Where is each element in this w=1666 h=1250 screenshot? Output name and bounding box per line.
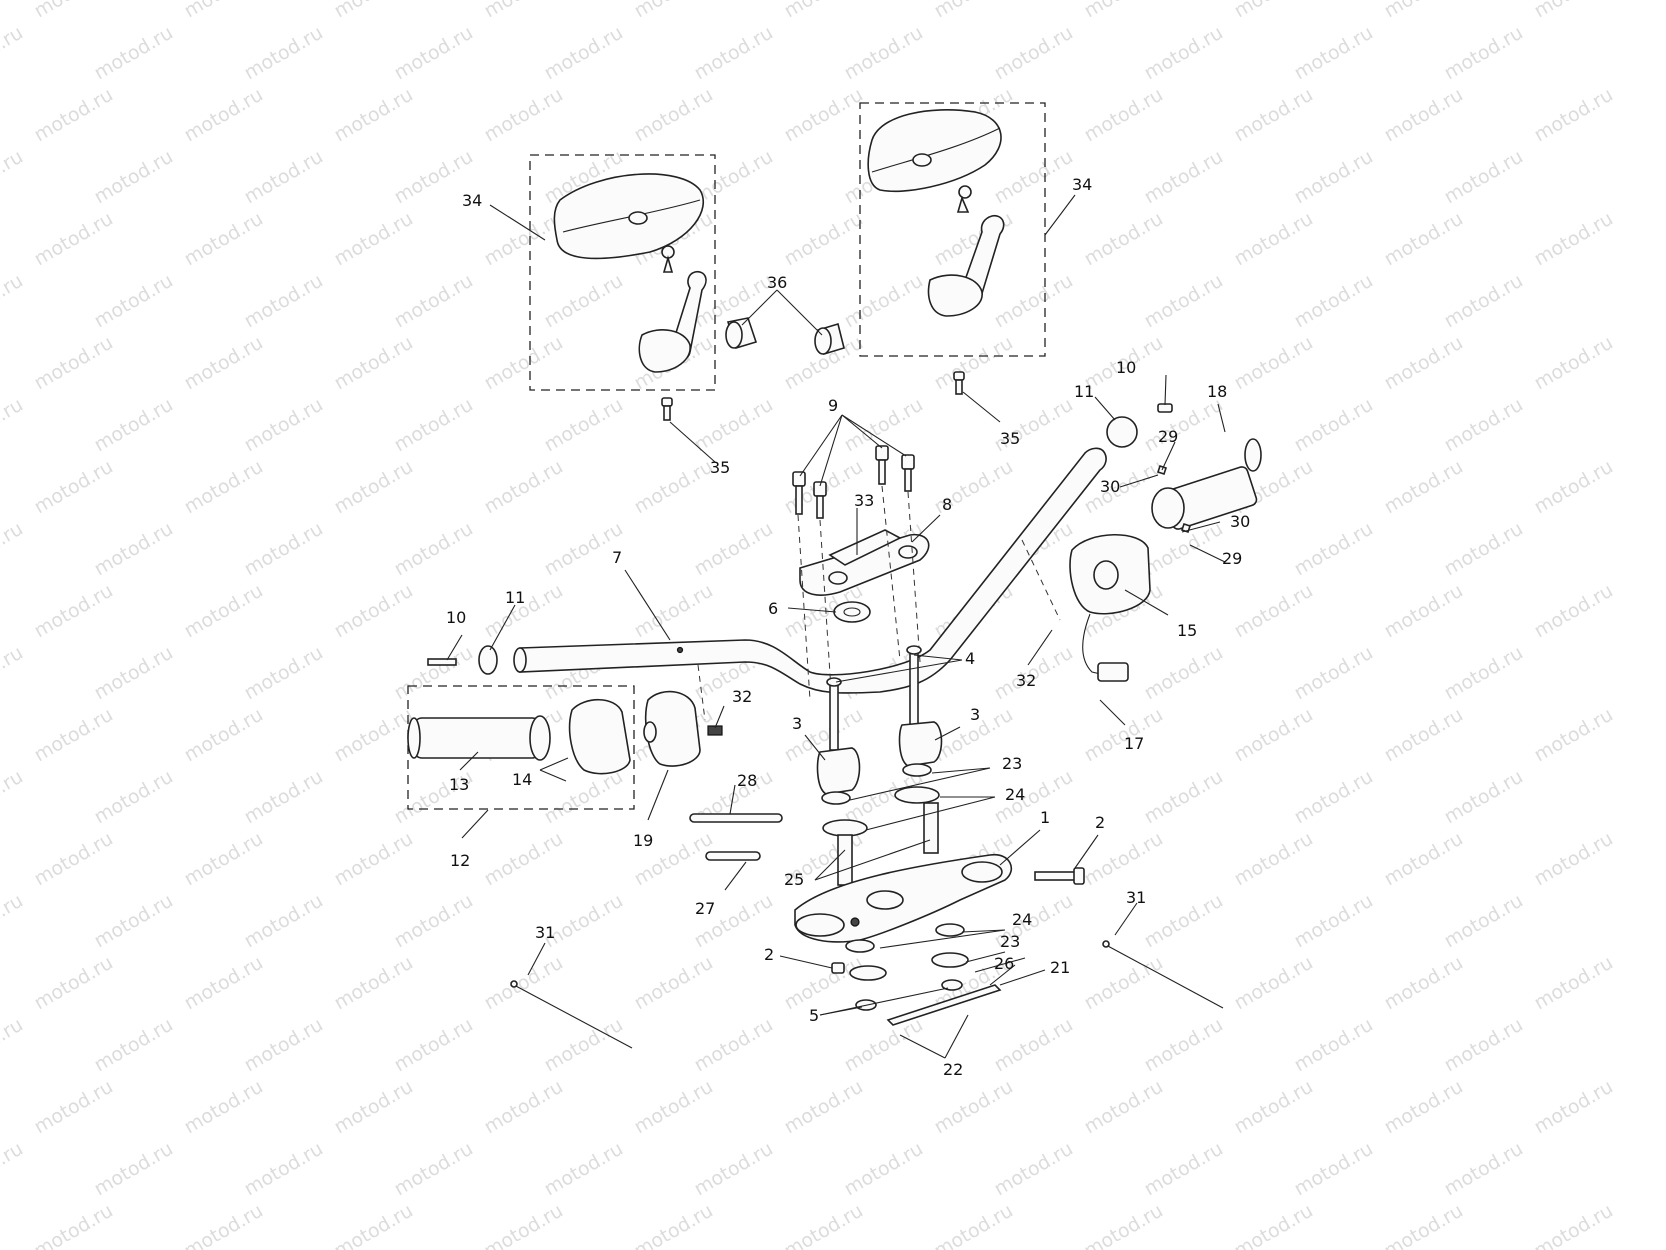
part-number-labels: 1 2 2 3 3 4 5 6 7 8 9 10 10 11 11 12 13 … [446,175,1250,1079]
label-1: 1 [1040,808,1050,827]
right-mirror [867,109,1005,317]
label-34: 34 [1072,175,1092,194]
lower-mounting-parts [831,923,1002,1026]
label-9: 9 [828,396,838,415]
right-grip-and-switch [1069,403,1262,682]
label-25: 25 [784,870,804,889]
risers [816,645,943,795]
label-31: 31 [1126,888,1146,907]
label-32: 32 [732,687,752,706]
label-23: 23 [1000,932,1020,951]
label-29: 29 [1222,549,1242,568]
label-3: 3 [970,705,980,724]
label-2: 2 [764,945,774,964]
label-36: 36 [767,273,787,292]
handlebar [513,447,1107,694]
label-3: 3 [792,714,802,733]
label-11: 11 [505,588,525,607]
label-30: 30 [1100,477,1120,496]
label-23: 23 [1002,754,1022,773]
label-18: 18 [1207,382,1227,401]
cable-ties [510,813,1224,1049]
label-26: 26 [994,954,1014,973]
label-17: 17 [1124,734,1144,753]
handlebar-clamp [799,529,930,623]
mirror-screws [661,371,965,421]
label-21: 21 [1050,958,1070,977]
label-2: 2 [1095,813,1105,832]
label-31: 31 [535,923,555,942]
label-12: 12 [450,851,470,870]
label-24: 24 [1005,785,1025,804]
label-6: 6 [768,599,778,618]
left-grip-and-switch [407,645,723,775]
label-30: 30 [1230,512,1250,531]
upper-mounting-rubbers [821,763,940,886]
right-mirror-group-box [859,102,1046,357]
label-28: 28 [737,771,757,790]
left-mirror-group-box [529,154,716,391]
label-10: 10 [446,608,466,627]
label-32: 32 [1016,671,1036,690]
label-5: 5 [809,1006,819,1025]
label-10: 10 [1116,358,1136,377]
mirror-adaptors [725,317,845,356]
label-27: 27 [695,899,715,918]
clamp-bolts [792,445,915,519]
left-mirror [553,173,707,373]
assembly-lines [697,485,1061,721]
label-34: 34 [462,191,482,210]
label-8: 8 [942,495,952,514]
label-19: 19 [633,831,653,850]
label-33: 33 [854,491,874,510]
label-7: 7 [612,548,622,567]
top-yoke [794,854,1085,943]
label-11: 11 [1074,382,1094,401]
label-13: 13 [449,775,469,794]
label-24: 24 [1012,910,1032,929]
leader-lines [446,194,1226,1059]
label-22: 22 [943,1060,963,1079]
label-15: 15 [1177,621,1197,640]
label-29: 29 [1158,427,1178,446]
label-14: 14 [512,770,532,789]
label-35: 35 [710,458,730,477]
label-4: 4 [965,649,975,668]
label-35: 35 [1000,429,1020,448]
